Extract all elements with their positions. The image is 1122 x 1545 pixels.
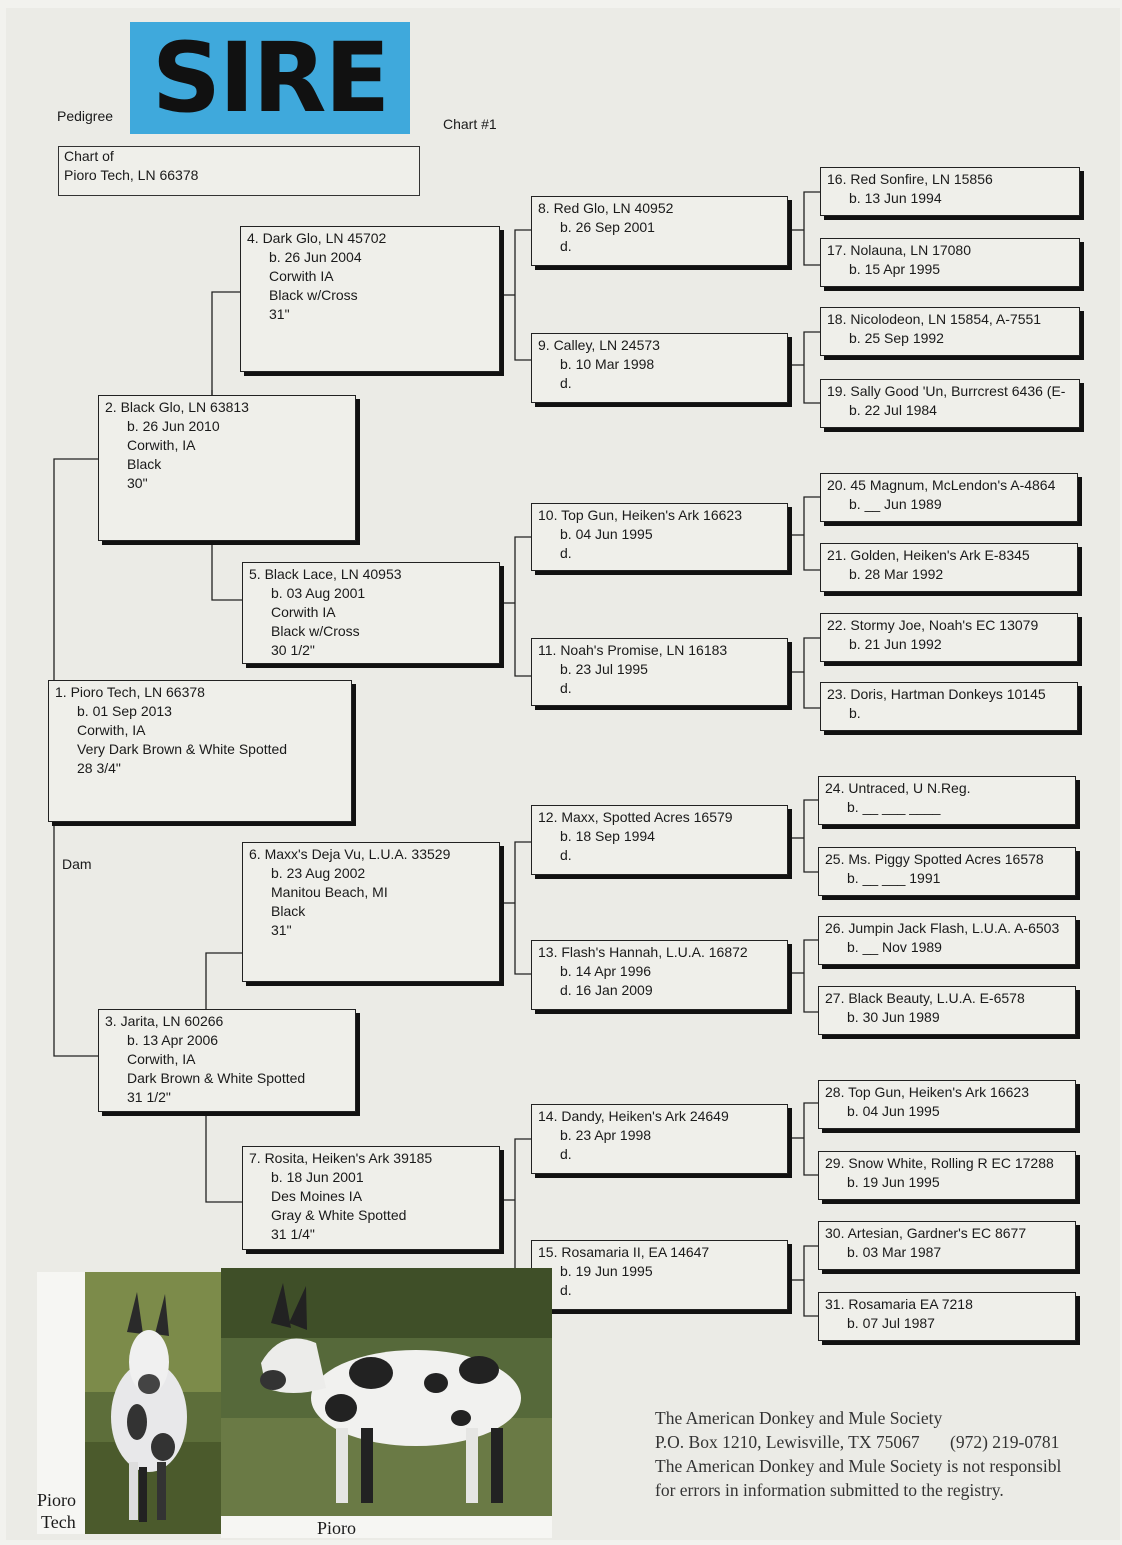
entry-14: 14. Dandy, Heiken's Ark 24649 b. 23 Apr … [531,1104,788,1174]
entry-5: 5. Black Lace, LN 40953 b. 03 Aug 2001 C… [242,562,500,664]
society-phone: (972) 219-0781 [950,1432,1060,1452]
entry-11: 11. Noah's Promise, LN 16183 b. 23 Jul 1… [531,638,788,706]
entry-7: 7. Rosita, Heiken's Ark 39185 b. 18 Jun … [242,1146,500,1250]
pedigree-label: Pedigree [57,108,114,124]
entry-1: 1. Pioro Tech, LN 66378 b. 01 Sep 2013 C… [48,680,352,822]
entry-4: 4. Dark Glo, LN 45702 b. 26 Jun 2004 Cor… [240,226,500,372]
chart-of-label: Chart of [64,148,114,164]
entry-24: 24. Untraced, U N.Reg.b. __ ___ ____ [818,776,1076,825]
disclaimer-line1: The American Donkey and Mule Society is … [655,1456,1062,1476]
caption-pioro-tech-line2: Tech [41,1512,76,1532]
chart-of-subject: Pioro Tech, LN 66378 [64,167,199,183]
society-address: P.O. Box 1210, Lewisville, TX 75067 [655,1432,920,1452]
disclaimer-line2: for errors in information submitted to t… [655,1480,1004,1500]
entry-3: 3. Jarita, LN 60266 b. 13 Apr 2006 Corwi… [98,1009,356,1112]
entry-12: 12. Maxx, Spotted Acres 16579 b. 18 Sep … [531,805,788,875]
sire-label: SIRE [130,22,410,134]
registry-footer: The American Donkey and Mule Society P.O… [655,1406,1061,1502]
entry-19: 19. Sally Good 'Un, Burrcrest 6436 (E-b.… [820,379,1080,428]
photo-pioro-tech-card: Pioro Tech [37,1272,227,1534]
entry-8: 8. Red Glo, LN 40952 b. 26 Sep 2001 d. [531,196,788,266]
entry-2: 2. Black Glo, LN 63813 b. 26 Jun 2010 Co… [98,395,356,541]
chart-number: Chart #1 [443,116,497,132]
entry-13: 13. Flash's Hannah, L.U.A. 16872 b. 14 A… [531,940,788,1010]
donkey-photo-side [221,1268,552,1516]
chart-of-box: Chart of Pioro Tech, LN 66378 [58,146,420,196]
entry-9: 9. Calley, LN 24573 b. 10 Mar 1998 d. [531,333,788,403]
dam-label: Dam [62,856,92,872]
society-name: The American Donkey and Mule Society [655,1408,943,1428]
photo-pioro-card: Pioro [221,1268,552,1538]
donkey-photo-standing [85,1272,227,1534]
caption-pioro: Pioro [317,1518,357,1538]
entry-6: 6. Maxx's Deja Vu, L.U.A. 33529 b. 23 Au… [242,842,500,982]
entry-15: 15. Rosamaria II, EA 14647 b. 19 Jun 199… [531,1240,788,1310]
society-address-row: P.O. Box 1210, Lewisville, TX 75067 (972… [655,1430,1061,1454]
caption-pioro-tech-line1: Pioro [37,1490,77,1510]
entry-10: 10. Top Gun, Heiken's Ark 16623 b. 04 Ju… [531,503,788,571]
